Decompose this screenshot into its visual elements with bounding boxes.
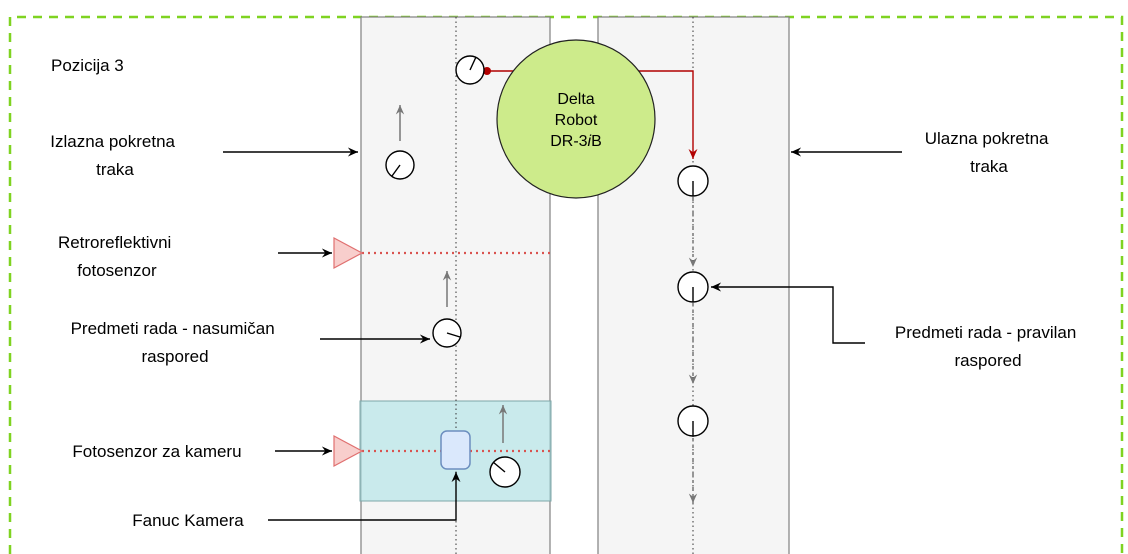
retro-sensor-icon [333, 236, 364, 270]
retro-sensor-label: Retroreflektivni fotosenzor [58, 233, 176, 280]
workpiece-icon [432, 318, 462, 348]
robot-label-line1: Delta [557, 91, 594, 108]
cell-boundary [8, 15, 1124, 554]
pick-point [483, 67, 491, 75]
camera-label: Fanuc Kamera [132, 511, 244, 530]
camera-sensor-label: Fotosenzor za kameru [72, 442, 241, 461]
workpiece-icon [455, 55, 485, 85]
callout-regular-items [711, 282, 865, 344]
workpiece-icon [677, 271, 709, 303]
delta-robot [496, 39, 656, 199]
callout-camera [268, 472, 461, 521]
workpiece-icon [677, 405, 709, 437]
workpiece-icon [677, 165, 709, 197]
workpiece-icon [489, 456, 521, 488]
regular-items-label: Predmeti rada - pravilan raspored [895, 323, 1081, 370]
camera-icon [440, 430, 471, 470]
position-label: Pozicija 3 [51, 56, 124, 75]
input-belt-label: Ulazna pokretna traka [925, 129, 1054, 176]
robot-label-line2: Robot [555, 112, 598, 129]
camera-sensor-icon [333, 434, 364, 468]
workpiece-icon [385, 150, 415, 180]
output-belt-label: Izlazna pokretna traka [50, 132, 179, 179]
robot-label-line3: DR-3iB [550, 133, 602, 150]
random-items-label: Predmeti rada - nasumičan raspored [71, 319, 280, 366]
